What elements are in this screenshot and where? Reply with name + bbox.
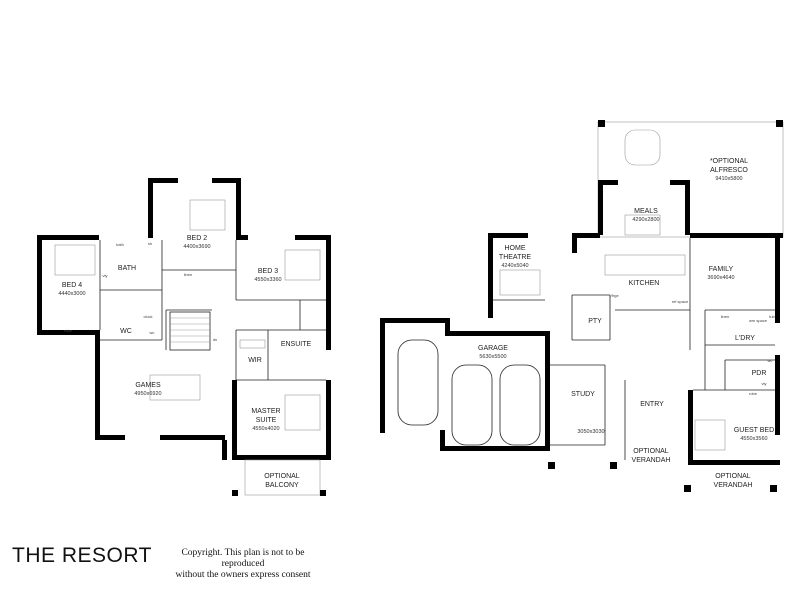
room-label-alfresco-line1: *OPTIONAL bbox=[710, 158, 748, 165]
room-label-ensuite: ENSUITE bbox=[281, 341, 312, 348]
room-size-bed2: 4400x3690 bbox=[183, 244, 210, 250]
room-label-garage: GARAGE bbox=[478, 345, 508, 352]
room-label-alfresco-line2: ALFRESCO bbox=[710, 167, 748, 174]
room-label-bed3: BED 3 bbox=[258, 268, 278, 275]
room-label-master-line1: MASTER bbox=[251, 408, 280, 415]
room-label-wc: WC bbox=[120, 328, 132, 335]
room-label-verandah2-line1: OPTIONAL bbox=[715, 473, 751, 480]
fixture-label-vty: vty bbox=[102, 273, 107, 278]
fixture-label-tub: tub bbox=[769, 314, 775, 319]
room-label-theatre-line2: THEATRE bbox=[499, 254, 531, 261]
room-label-bath: BATH bbox=[118, 265, 136, 272]
fixture-label-clock: clock bbox=[143, 314, 152, 319]
plan-title: THE RESORT bbox=[12, 544, 152, 567]
room-label-pdr: PDR bbox=[752, 370, 767, 377]
room-label-games: GAMES bbox=[135, 382, 161, 389]
room-label-balcony-line2: BALCONY bbox=[265, 482, 299, 489]
room-label-verandah2-line2: VERANDAH bbox=[714, 482, 753, 489]
fixture-label-bath: bath bbox=[116, 242, 124, 247]
room-label-entry: ENTRY bbox=[640, 401, 664, 408]
room-label-balcony-line1: OPTIONAL bbox=[264, 473, 300, 480]
room-size-meals: 4290x2800 bbox=[632, 217, 659, 223]
room-label-wir: WIR bbox=[248, 357, 262, 364]
upper-stairs bbox=[169, 311, 211, 351]
room-label-theatre-line1: HOME bbox=[505, 245, 526, 252]
room-label-pty: PTY bbox=[588, 318, 602, 325]
fixture-label-linen: linen bbox=[184, 272, 192, 277]
room-size-alfresco: 9410x5800 bbox=[715, 176, 742, 182]
fixture-label-fridge: r/frge bbox=[609, 293, 619, 298]
room-size-master: 4550x4020 bbox=[252, 426, 279, 432]
fixture-label-dn: dn bbox=[213, 337, 217, 342]
upper-floor-plan bbox=[37, 178, 331, 496]
room-size-family: 3690x4640 bbox=[707, 275, 734, 281]
copyright-notice: Copyright. This plan is not to be reprod… bbox=[168, 548, 318, 581]
room-size-games: 4950x6920 bbox=[134, 391, 161, 397]
room-size-bed4: 4440x3000 bbox=[58, 291, 85, 297]
fixture-label-robe: robe bbox=[64, 328, 73, 333]
room-label-kitchen: KITCHEN bbox=[629, 280, 660, 287]
room-label-guest-bed: GUEST BED bbox=[734, 427, 774, 434]
room-size-theatre: 4240x5040 bbox=[501, 263, 528, 269]
fixture-label-robe: robe bbox=[749, 391, 758, 396]
room-size-bed3: 4550x3360 bbox=[254, 277, 281, 283]
fixture-label-wc: wc bbox=[768, 358, 773, 363]
copyright-line2: without the owners express consent bbox=[175, 570, 311, 580]
room-label-verandah1-line2: VERANDAH bbox=[632, 457, 671, 464]
room-size-guest-bed: 4550x3560 bbox=[740, 436, 767, 442]
room-label-meals: MEALS bbox=[634, 208, 658, 215]
room-label-laundry: L'DRY bbox=[735, 335, 755, 342]
room-label-bed4: BED 4 bbox=[62, 282, 82, 289]
fixture-label-linen: linen bbox=[721, 314, 729, 319]
fixture-label-sh: sh bbox=[148, 241, 152, 246]
room-size-garage: 5630x5500 bbox=[479, 354, 506, 360]
copyright-line1: Copyright. This plan is not to be reprod… bbox=[181, 548, 305, 569]
fixture-label-ref-space: ref space bbox=[672, 299, 689, 304]
room-label-family: FAMILY bbox=[709, 266, 734, 273]
fixture-label-vty: vty bbox=[761, 381, 766, 386]
room-label-verandah1-line1: OPTIONAL bbox=[633, 448, 669, 455]
room-label-master-line2: SUITE bbox=[256, 417, 277, 424]
fixture-label-wm-space: wm space bbox=[749, 318, 768, 323]
room-size-study: 3050x3030 bbox=[577, 429, 604, 435]
ground-floor-plan bbox=[380, 120, 784, 492]
fixture-label-wc: wc bbox=[150, 330, 155, 335]
room-label-study: STUDY bbox=[571, 391, 595, 398]
garage-cars bbox=[397, 339, 541, 446]
room-label-bed2: BED 2 bbox=[187, 235, 207, 242]
